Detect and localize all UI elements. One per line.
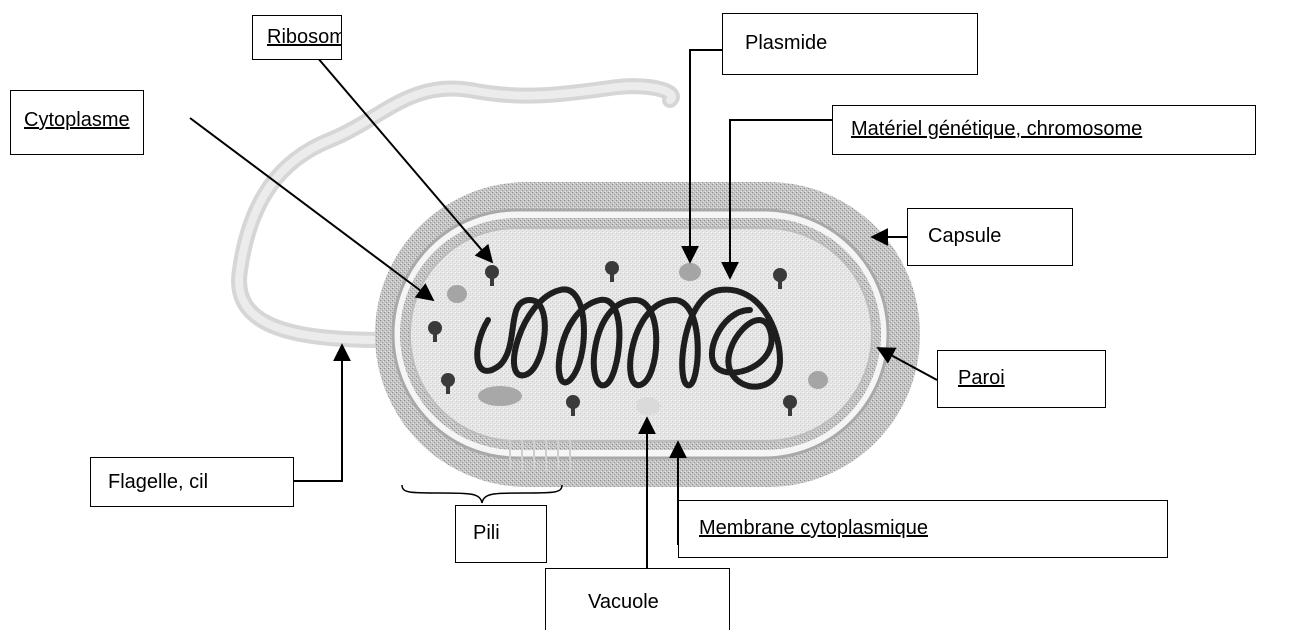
label-flagelle: Flagelle, cil xyxy=(90,457,294,507)
label-materiel-genetique: Matériel génétique, chromosome xyxy=(832,105,1256,155)
vacuole xyxy=(478,386,522,406)
label-ribosome: Ribosome xyxy=(252,15,342,60)
label-membrane-cytoplasmique: Membrane cytoplasmique xyxy=(678,500,1168,558)
label-vacuole: Vacuole xyxy=(545,568,730,630)
label-cytoplasme: Cytoplasme xyxy=(10,90,144,155)
label-plasmide: Plasmide xyxy=(722,13,978,75)
label-pili: Pili xyxy=(455,505,547,563)
label-capsule: Capsule xyxy=(907,208,1073,266)
plasmid xyxy=(679,263,701,281)
pili-brace xyxy=(402,485,562,503)
label-paroi: Paroi xyxy=(937,350,1106,408)
